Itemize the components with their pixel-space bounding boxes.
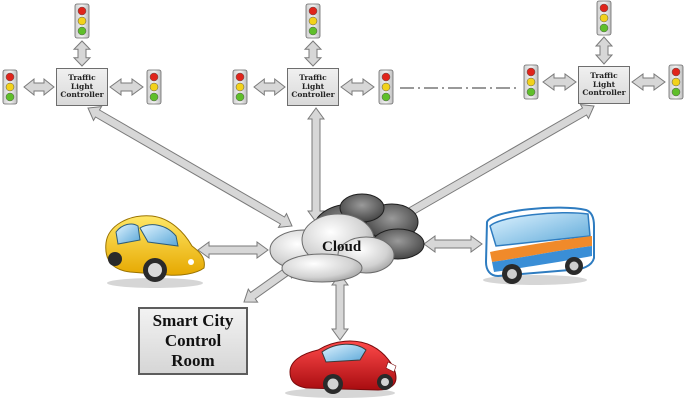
yellow-car-icon bbox=[105, 215, 205, 288]
controller-label-line2: Light bbox=[301, 81, 325, 91]
traffic-light-icon bbox=[305, 3, 321, 39]
controller-label-line3: Controller bbox=[291, 90, 335, 100]
controller-label-line3: Controller bbox=[60, 90, 104, 100]
traffic-light-icon bbox=[523, 64, 539, 100]
smart-city-control-room: Smart City Control Room bbox=[138, 307, 248, 375]
controller-label-line2: Light bbox=[592, 79, 616, 89]
traffic-light-icon bbox=[596, 0, 612, 36]
arrow-yellow-car-cloud bbox=[197, 241, 269, 259]
cloud-label: Cloud bbox=[322, 239, 362, 255]
arrow-controller3-left-light bbox=[542, 73, 577, 91]
arrow-controller2-right-light bbox=[340, 78, 375, 96]
arrow-controller3-right-light bbox=[631, 73, 666, 91]
control-room-line1: Smart City bbox=[152, 311, 234, 330]
arrow-controller2-left-light bbox=[253, 77, 286, 97]
traffic-light-icon bbox=[74, 3, 90, 39]
traffic-light-layer bbox=[2, 0, 684, 105]
arrow-layer bbox=[23, 36, 666, 341]
arrow-controller3-cloud bbox=[395, 104, 595, 222]
arrow-cloud-bus bbox=[423, 235, 483, 253]
controller-label-line1: Traffic bbox=[68, 73, 96, 83]
traffic-light-controller-3: Traffic Light Controller bbox=[578, 66, 630, 104]
control-room-line2: Control bbox=[164, 331, 222, 350]
arrow-controller1-top-light bbox=[72, 40, 92, 67]
traffic-light-controller-2: Traffic Light Controller bbox=[287, 68, 339, 106]
arrow-cloud-red-car bbox=[331, 273, 349, 341]
arrow-controller3-top-light bbox=[594, 36, 614, 65]
traffic-light-icon bbox=[232, 69, 248, 105]
arrow-controller2-cloud bbox=[307, 107, 325, 223]
traffic-light-icon bbox=[378, 69, 394, 105]
traffic-light-icon bbox=[146, 69, 162, 105]
traffic-light-icon bbox=[2, 69, 18, 105]
arrow-controller1-cloud bbox=[87, 106, 293, 228]
arrow-controller1-left-light bbox=[23, 77, 55, 97]
control-room-line3: Room bbox=[171, 351, 215, 370]
bus-icon bbox=[483, 206, 595, 285]
arrow-controller1-right-light bbox=[109, 78, 144, 96]
controller-label-line1: Traffic bbox=[590, 71, 618, 81]
traffic-light-controller-1: Traffic Light Controller bbox=[56, 68, 108, 106]
arrow-controller2-top-light bbox=[303, 40, 323, 67]
controller-label-line3: Controller bbox=[582, 88, 626, 98]
cloud-icon bbox=[269, 193, 425, 283]
red-car-icon bbox=[285, 340, 397, 398]
controller-label-line1: Traffic bbox=[299, 73, 327, 83]
traffic-light-icon bbox=[668, 64, 684, 100]
controller-label-line2: Light bbox=[70, 81, 94, 91]
